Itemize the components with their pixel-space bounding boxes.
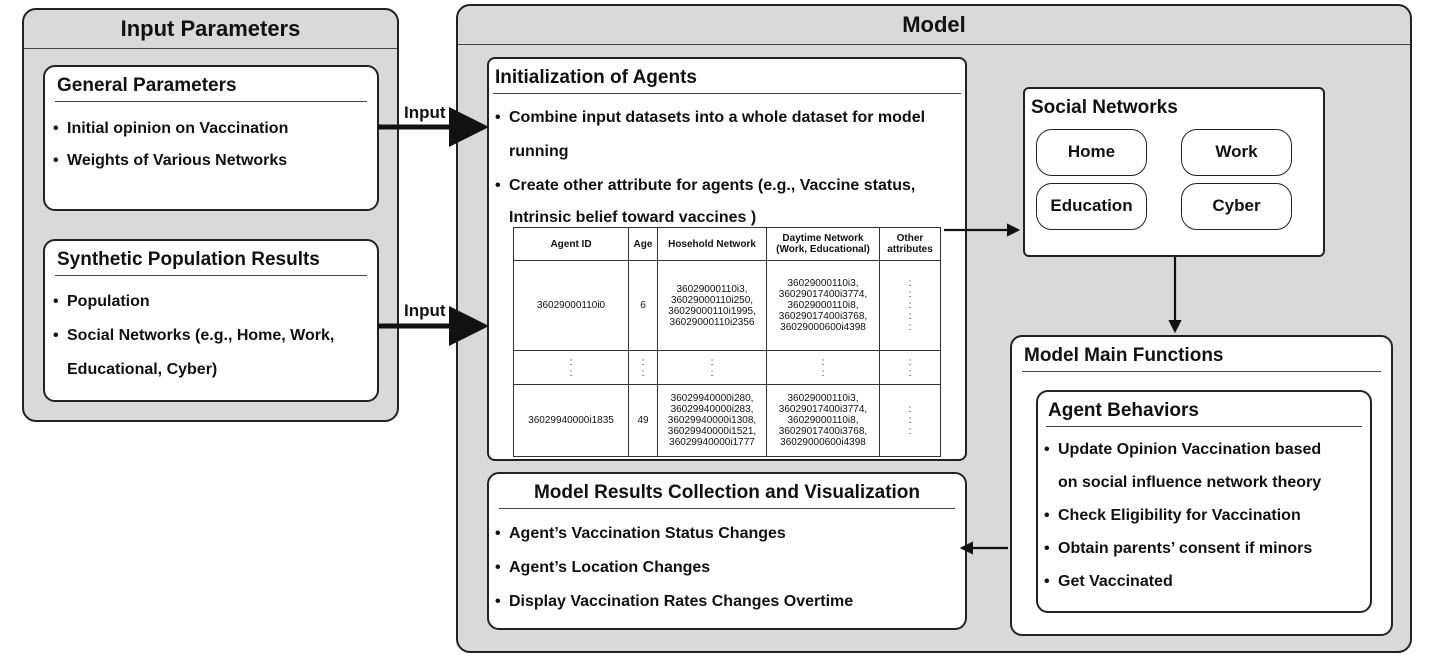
synthetic-population-box: Synthetic Population Results Population …: [43, 239, 379, 402]
list-item-continuation: running: [509, 143, 569, 160]
agent-behaviors-list: Update Opinion Vaccination based on soci…: [1044, 440, 1321, 592]
table-cell-household: 36029000110i3, 36029000110i250, 36029000…: [657, 260, 767, 351]
network-node-education: Education: [1036, 183, 1147, 230]
synthetic-population-title: Synthetic Population Results: [55, 245, 367, 276]
initialization-of-agents-box: Initialization of Agents Combine input d…: [487, 57, 967, 461]
list-item: Agent’s Location Changes: [495, 558, 853, 578]
table-cell-id: 36029000110i0: [513, 260, 629, 351]
network-node-home: Home: [1036, 129, 1147, 176]
table-cell-other: : : :: [879, 384, 941, 457]
list-item: Combine input datasets into a whole data…: [495, 107, 965, 129]
list-item: Update Opinion Vaccination based: [1044, 440, 1321, 460]
list-item-continuation: Educational, Cyber): [67, 361, 218, 378]
list-item-continuation: on social influence network theory: [1058, 474, 1322, 491]
list-item-continuation: Intrinsic belief toward vaccines ): [509, 209, 757, 226]
table-cell-daytime: 36029000110i3, 36029017400i3774, 3602900…: [766, 260, 880, 351]
list-item: Weights of Various Networks: [53, 151, 288, 171]
table-cell-id: 36029940000i1835: [513, 384, 629, 457]
agent-behaviors-box: Agent Behaviors Update Opinion Vaccinati…: [1036, 390, 1372, 613]
table-row: : :: :: :: :: :: [513, 350, 941, 385]
input-arrow-label-bottom: Input: [404, 301, 446, 320]
list-item: Display Vaccination Rates Changes Overti…: [495, 592, 853, 612]
list-item: Population: [53, 292, 334, 312]
social-networks-box: Social Networks Home Work Education Cybe…: [1023, 87, 1325, 257]
initialization-title: Initialization of Agents: [493, 63, 961, 94]
model-main-functions-box: Model Main Functions Agent Behaviors Upd…: [1010, 335, 1393, 636]
model-title: Model: [458, 6, 1410, 45]
list-item: Obtain parents’ consent if minors: [1044, 539, 1321, 559]
general-parameters-title: General Parameters: [55, 71, 367, 102]
model-results-list: Agent’s Vaccination Status Changes Agent…: [495, 524, 853, 612]
table-header: Agent ID: [513, 227, 629, 261]
table-header: Daytime Network (Work, Educational): [766, 227, 880, 261]
table-cell-household: : :: [657, 350, 767, 385]
list-item: Create other attribute for agents (e.g.,…: [495, 175, 965, 197]
general-parameters-list: Initial opinion on Vaccination Weights o…: [53, 119, 288, 171]
table-cell-other: : :: [879, 350, 941, 385]
social-networks-title: Social Networks: [1031, 97, 1178, 118]
table-cell-household: 36029940000i280, 36029940000i283, 360299…: [657, 384, 767, 457]
input-parameters-title: Input Parameters: [24, 10, 397, 49]
agents-table: Agent ID Age Hosehold Network Daytime Ne…: [513, 227, 941, 457]
list-item: Check Eligibility for Vaccination: [1044, 506, 1321, 526]
list-item: Agent’s Vaccination Status Changes: [495, 524, 853, 544]
input-arrow-label-top: Input: [404, 103, 446, 122]
model-main-functions-title: Model Main Functions: [1022, 341, 1381, 372]
list-item: Social Networks (e.g., Home, Work,: [53, 326, 334, 346]
network-node-work: Work: [1181, 129, 1292, 176]
initialization-list: Combine input datasets into a whole data…: [495, 107, 965, 229]
input-parameters-panel: Input Parameters General Parameters Init…: [22, 8, 399, 422]
list-item: Initial opinion on Vaccination: [53, 119, 288, 139]
list-item: Get Vaccinated: [1044, 572, 1321, 592]
synthetic-population-list: Population Social Networks (e.g., Home, …: [53, 292, 334, 380]
network-node-cyber: Cyber: [1181, 183, 1292, 230]
agent-behaviors-title: Agent Behaviors: [1046, 396, 1362, 427]
table-cell-age: : :: [628, 350, 658, 385]
model-results-title: Model Results Collection and Visualizati…: [499, 478, 955, 509]
table-cell-daytime: 36029000110i3, 36029017400i3774, 3602900…: [766, 384, 880, 457]
general-parameters-box: General Parameters Initial opinion on Va…: [43, 65, 379, 211]
table-cell-age: 49: [628, 384, 658, 457]
